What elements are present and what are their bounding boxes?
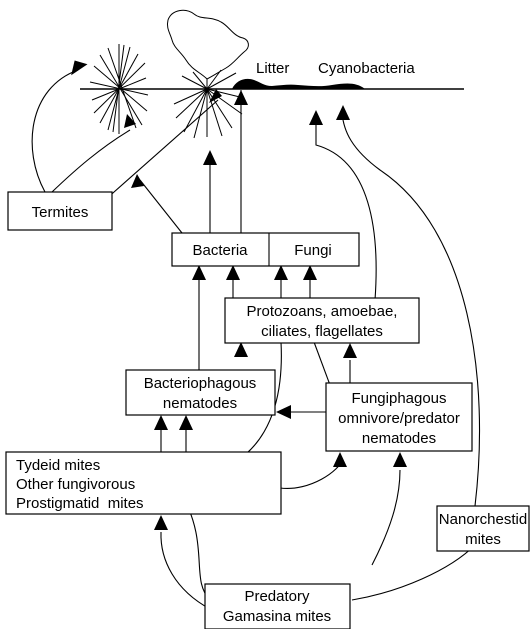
arrowhead [124, 114, 136, 128]
arrowhead [154, 415, 168, 430]
arrowhead [203, 150, 217, 165]
node-protozoans: Protozoans, amoebae, ciliates, flagellat… [225, 298, 419, 343]
arrowhead [343, 343, 357, 358]
svg-text:Other fungivorous: Other fungivorous [16, 476, 135, 493]
arrowhead [333, 452, 347, 467]
arrowhead [234, 90, 248, 105]
arrowhead [154, 515, 168, 530]
svg-text:Tydeid mites: Tydeid mites [16, 457, 100, 474]
plant-canopy-right [167, 10, 248, 138]
node-termites: Termites [8, 192, 112, 230]
litter-label: Litter [256, 60, 289, 77]
node-bacteria-fungi: Bacteria Fungi [172, 233, 359, 266]
node-fungiphagous-nematodes: Fungiphagous omnivore/predator nematodes [326, 383, 472, 451]
svg-text:ciliates, flagellates: ciliates, flagellates [261, 323, 383, 340]
arrowhead [234, 342, 248, 357]
svg-text:Gamasina mites: Gamasina mites [223, 608, 331, 625]
node-nanorchestid-mites: Nanorchestid mites [437, 506, 529, 551]
bacteria-label: Bacteria [192, 242, 248, 259]
node-bacteriophagous-nematodes: Bacteriophagous nematodes [126, 370, 275, 415]
svg-text:Protozoans, amoebae,: Protozoans, amoebae, [247, 303, 398, 320]
svg-text:Bacteriophagous: Bacteriophagous [144, 375, 257, 392]
svg-text:Prostigmatid mites: Prostigmatid mites [16, 495, 144, 512]
arrowhead [274, 265, 288, 280]
svg-text:nematodes: nematodes [362, 430, 436, 447]
arrowhead [131, 174, 144, 188]
svg-text:mites: mites [465, 531, 501, 548]
arrowhead [303, 265, 317, 280]
fungi-label: Fungi [294, 242, 332, 259]
arrowhead [336, 105, 350, 120]
node-predatory-mites: Predatory Gamasina mites [205, 584, 350, 629]
svg-text:nematodes: nematodes [163, 395, 237, 412]
cyanobacteria-label: Cyanobacteria [318, 60, 415, 77]
litter-crust [232, 79, 365, 89]
node-tydeid-mites: Tydeid mites Other fungivorous Prostigma… [6, 452, 281, 514]
svg-text:omnivore/predator: omnivore/predator [338, 410, 460, 427]
arrowhead [179, 415, 193, 430]
arrowhead [309, 110, 323, 125]
svg-text:Fungiphagous: Fungiphagous [351, 390, 446, 407]
arrowhead [276, 405, 291, 419]
svg-text:Predatory: Predatory [244, 588, 310, 605]
arrowhead [226, 265, 240, 280]
arrowhead [393, 452, 407, 467]
svg-text:Termites: Termites [32, 204, 89, 221]
arrowhead [192, 265, 206, 280]
svg-text:Nanorchestid: Nanorchestid [439, 511, 527, 528]
